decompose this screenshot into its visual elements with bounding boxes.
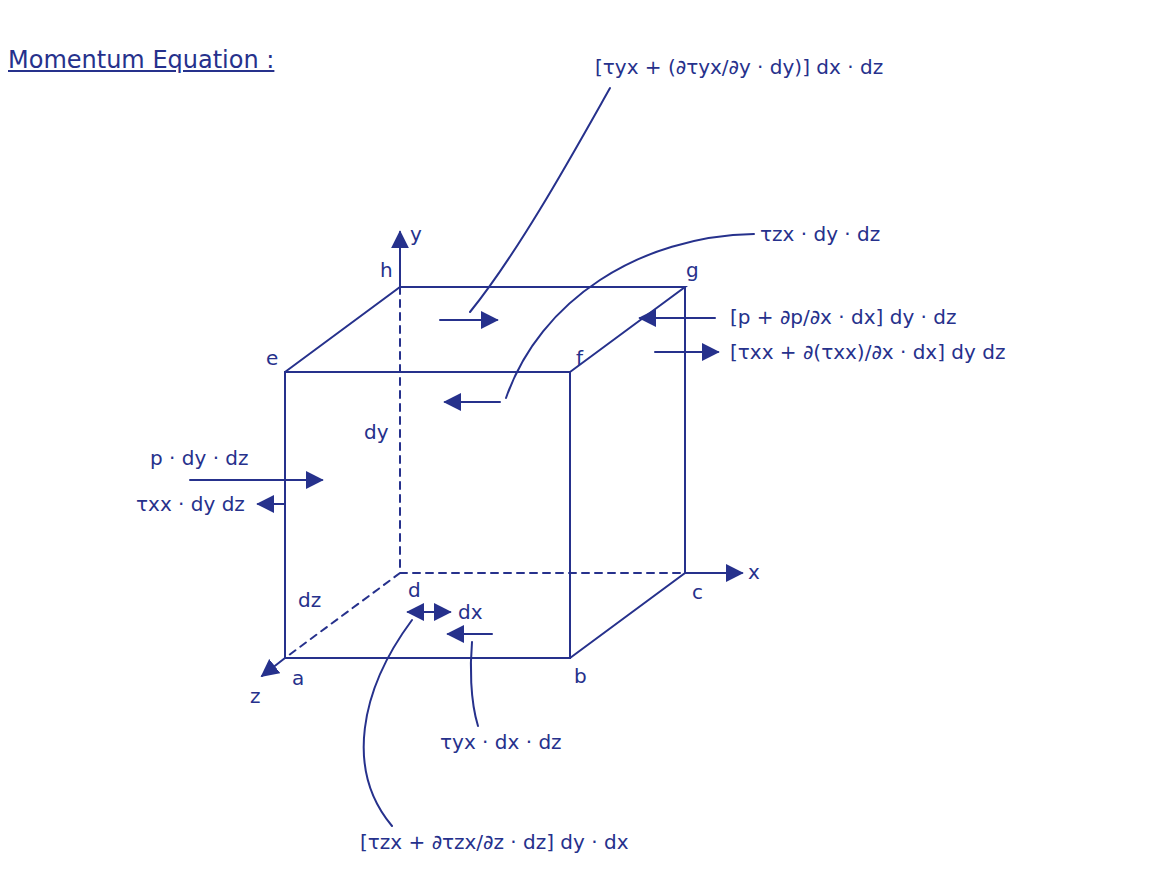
vertex-label: h [380,258,393,282]
y-axis [399,232,401,287]
dimension-label: dz [298,588,321,612]
force-arrow [640,317,715,319]
force-arrow [190,479,322,481]
force-expression: [τxx + ∂(τxx)/∂x · dx] dy dz [730,340,1005,364]
front-face [285,372,570,658]
vertex-label: g [686,258,699,282]
dimension-label: dy [364,420,389,444]
page-title: Momentum Equation : [8,46,274,75]
top-face [285,287,685,372]
axis-label: y [410,222,422,246]
force-expression: [τyx + (∂τyx/∂y · dy)] dx · dz [595,55,883,79]
vertex-label: f [576,346,583,370]
x-axis [685,572,742,574]
leader-line [470,88,610,312]
force-expression: τzx · dy · dz [760,222,880,246]
force-arrow [445,401,500,403]
vertex-label: e [266,346,278,370]
vertex-label: b [574,664,587,688]
hidden-edge [285,287,685,658]
force-expression: [p + ∂p/∂x · dx] dy · dz [730,305,956,329]
force-arrow [655,351,718,353]
vertex-label: a [292,666,304,690]
leader-line [364,620,412,826]
vertex-label: c [692,580,703,604]
leader-line [506,234,754,398]
force-expression: τyx · dx · dz [440,730,562,754]
vertex-label: d [408,578,421,602]
leader-line [471,642,478,726]
z-axis [262,658,285,676]
force-expression: [τzx + ∂τzx/∂z · dz] dy · dx [360,830,629,854]
force-expression: τxx · dy dz [136,492,245,516]
force-expression: p · dy · dz [150,446,249,470]
dimension-arrow [408,611,450,613]
force-arrow [440,319,497,321]
dimension-label: dx [458,600,483,624]
axis-label: z [250,684,261,708]
force-arrow [258,503,284,505]
right-face [570,287,685,658]
axis-label: x [748,560,760,584]
force-arrow [448,633,492,635]
